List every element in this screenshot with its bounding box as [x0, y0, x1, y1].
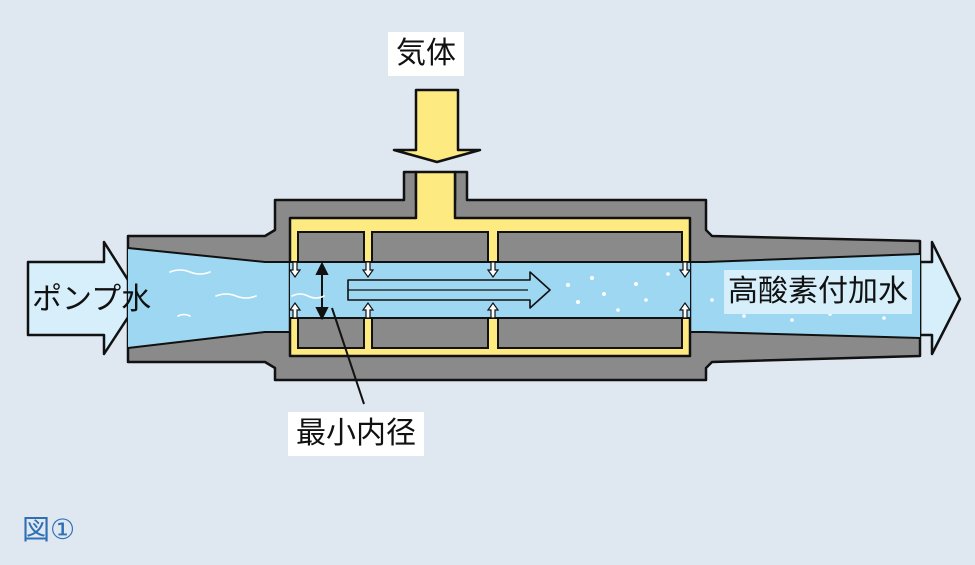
outlet-flow-arrow [918, 240, 962, 356]
gas-injection-arrows-top [288, 261, 692, 279]
gas-injection-arrows-bottom [288, 301, 692, 319]
inlet-label: ポンプ水 [32, 282, 152, 317]
inlet-flow-arrow [26, 240, 142, 356]
water-texture [169, 269, 325, 317]
gas-label: 気体 [388, 32, 464, 76]
min-diameter-leader [331, 307, 365, 405]
min-diameter-label: 最小内径 [288, 412, 424, 456]
water-flow-arrow [347, 271, 551, 309]
upper-inner-blocks [297, 231, 683, 263]
min-diameter-dimension [315, 261, 329, 321]
figure-label: 図① [22, 513, 76, 546]
gas-flow-arrow [392, 88, 482, 164]
outlet-label: 高酸素付加水 [724, 270, 912, 314]
